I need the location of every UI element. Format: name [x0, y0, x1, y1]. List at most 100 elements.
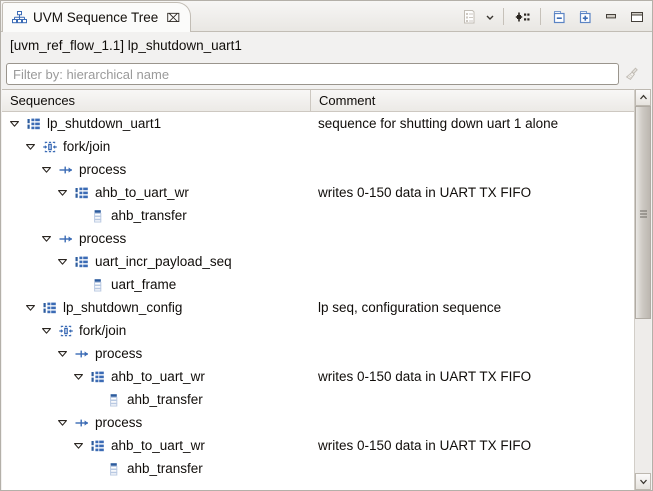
chevron-down-icon[interactable]	[40, 163, 53, 176]
scrollbar-grip-icon	[640, 210, 647, 217]
collapse-all-icon[interactable]	[546, 5, 572, 29]
twisty-placeholder	[72, 278, 85, 291]
chevron-down-icon[interactable]	[482, 5, 498, 29]
view-menu-icon[interactable]	[456, 5, 482, 29]
table-row[interactable]: fork/join	[2, 319, 636, 342]
chevron-down-icon[interactable]	[24, 301, 37, 314]
sequence-icon	[42, 300, 58, 316]
tree-node-lp-shutdown-config[interactable]: lp_shutdown_config	[24, 296, 182, 319]
close-icon[interactable]: ⌧	[166, 10, 181, 25]
tree-node-uart-frame[interactable]: uart_frame	[72, 273, 176, 296]
process-icon	[58, 231, 74, 247]
chevron-down-icon[interactable]	[40, 324, 53, 337]
tree-node-ahb-transfer[interactable]: ahb_transfer	[88, 388, 203, 411]
hierarchy-tree-icon	[11, 10, 27, 26]
twisty-placeholder	[72, 209, 85, 222]
chevron-down-icon[interactable]	[56, 416, 69, 429]
column-header-comment[interactable]: Comment	[310, 90, 636, 112]
tree-node-label: ahb_transfer	[127, 461, 203, 476]
fork-join-icon	[58, 323, 74, 339]
table-cell-comment: writes 0-150 data in UART TX FIFO	[318, 185, 532, 200]
table-header: Sequences Comment	[2, 90, 636, 112]
tree-node-ahb-to-uart-wr[interactable]: ahb_to_uart_wr	[72, 434, 205, 457]
chevron-down-icon[interactable]	[24, 140, 37, 153]
tree-rows-container: lp_shutdown_uart1 sequence for shutting d…	[2, 112, 636, 490]
table-row[interactable]: ahb_transfer	[2, 457, 636, 480]
tree-node-process[interactable]: process	[40, 227, 126, 250]
tree-node-label: process	[95, 415, 143, 430]
table-row[interactable]: process	[2, 411, 636, 434]
tree-node-uart-incr-payload-seq[interactable]: uart_incr_payload_seq	[56, 250, 232, 273]
tree-node-process[interactable]: process	[56, 411, 142, 434]
tree-node-label: ahb_transfer	[127, 392, 203, 407]
tree-node-fork-join[interactable]: fork/join	[40, 319, 126, 342]
table-row[interactable]: process	[2, 342, 636, 365]
tree-node-process[interactable]: process	[56, 342, 142, 365]
view-tab-bar: UVM Sequence Tree ⌧	[1, 1, 652, 32]
sequence-icon	[26, 116, 42, 132]
table-row[interactable]: uart_incr_payload_seq	[2, 250, 636, 273]
tree-node-label: ahb_transfer	[111, 208, 187, 223]
tree-node-label: process	[79, 231, 127, 246]
table-row[interactable]: process	[2, 227, 636, 250]
tree-node-lp-shutdown-uart1[interactable]: lp_shutdown_uart1	[8, 112, 161, 135]
tree-node-label: uart_incr_payload_seq	[95, 254, 232, 269]
tree-node-process[interactable]: process	[40, 158, 126, 181]
tree-node-label: process	[79, 162, 127, 177]
scrollbar-thumb[interactable]	[635, 106, 651, 319]
sequence-icon	[90, 438, 106, 454]
toolbar-separator-2	[540, 8, 541, 25]
table-row[interactable]: fork/join	[2, 135, 636, 158]
twisty-placeholder	[88, 462, 101, 475]
tree-node-ahb-transfer[interactable]: ahb_transfer	[72, 204, 187, 227]
tab-uvm-sequence-tree[interactable]: UVM Sequence Tree ⌧	[2, 2, 192, 32]
table-row[interactable]: process	[2, 158, 636, 181]
chevron-down-icon[interactable]	[56, 347, 69, 360]
tree-node-label: fork/join	[79, 323, 127, 338]
transaction-icon	[90, 277, 106, 293]
page-title: [uvm_ref_flow_1.1] lp_shutdown_uart1	[10, 38, 242, 53]
table-row[interactable]: lp_shutdown_uart1 sequence for shutting d…	[2, 112, 636, 135]
table-row[interactable]: ahb_to_uart_wr writes 0-150 data in UART …	[2, 181, 636, 204]
vertical-scrollbar[interactable]	[634, 89, 651, 490]
chevron-down-icon[interactable]	[72, 370, 85, 383]
expand-all-icon[interactable]	[572, 5, 598, 29]
table-row[interactable]: ahb_transfer	[2, 204, 636, 227]
process-icon	[74, 415, 90, 431]
tree-node-label: process	[95, 346, 143, 361]
scroll-down-icon[interactable]	[635, 473, 651, 490]
table-row[interactable]: lp_shutdown_config lp seq, configuration …	[2, 296, 636, 319]
chevron-down-icon[interactable]	[40, 232, 53, 245]
scrollbar-track[interactable]	[635, 106, 651, 473]
chevron-down-icon[interactable]	[72, 439, 85, 452]
table-row[interactable]: ahb_to_uart_wr writes 0-150 data in UART …	[2, 434, 636, 457]
table-row[interactable]: uart_frame	[2, 273, 636, 296]
scroll-up-icon[interactable]	[635, 89, 651, 106]
column-header-sequences[interactable]: Sequences	[10, 93, 76, 108]
table-cell-comment: writes 0-150 data in UART TX FIFO	[318, 438, 532, 453]
transaction-icon	[90, 208, 106, 224]
tree-node-ahb-to-uart-wr[interactable]: ahb_to_uart_wr	[56, 181, 189, 204]
chevron-down-icon[interactable]	[8, 117, 21, 130]
tree-node-ahb-to-uart-wr[interactable]: ahb_to_uart_wr	[72, 365, 205, 388]
sequence-path-bar: [uvm_ref_flow_1.1] lp_shutdown_uart1	[1, 32, 652, 59]
sequence-icon	[90, 369, 106, 385]
chevron-down-icon[interactable]	[56, 186, 69, 199]
chevron-down-icon[interactable]	[56, 255, 69, 268]
table-cell-comment: lp seq, configuration sequence	[318, 300, 502, 315]
table-cell-comment: sequence for shutting down uart 1 alone	[318, 116, 559, 131]
maximize-icon[interactable]	[624, 5, 650, 29]
transaction-icon	[106, 392, 122, 408]
sequence-tree-table: Sequences Comment lp_shutdown_uart1 seque…	[2, 89, 636, 490]
tree-node-label: ahb_to_uart_wr	[111, 369, 205, 384]
tab-label: UVM Sequence Tree	[33, 10, 159, 25]
minimize-icon[interactable]	[598, 5, 624, 29]
search-input[interactable]	[6, 63, 619, 85]
tree-node-fork-join[interactable]: fork/join	[24, 135, 110, 158]
broom-clear-icon[interactable]	[619, 62, 645, 86]
tree-node-ahb-transfer[interactable]: ahb_transfer	[88, 457, 203, 480]
table-row[interactable]: ahb_transfer	[2, 388, 636, 411]
link-with-editor-icon[interactable]	[509, 5, 535, 29]
